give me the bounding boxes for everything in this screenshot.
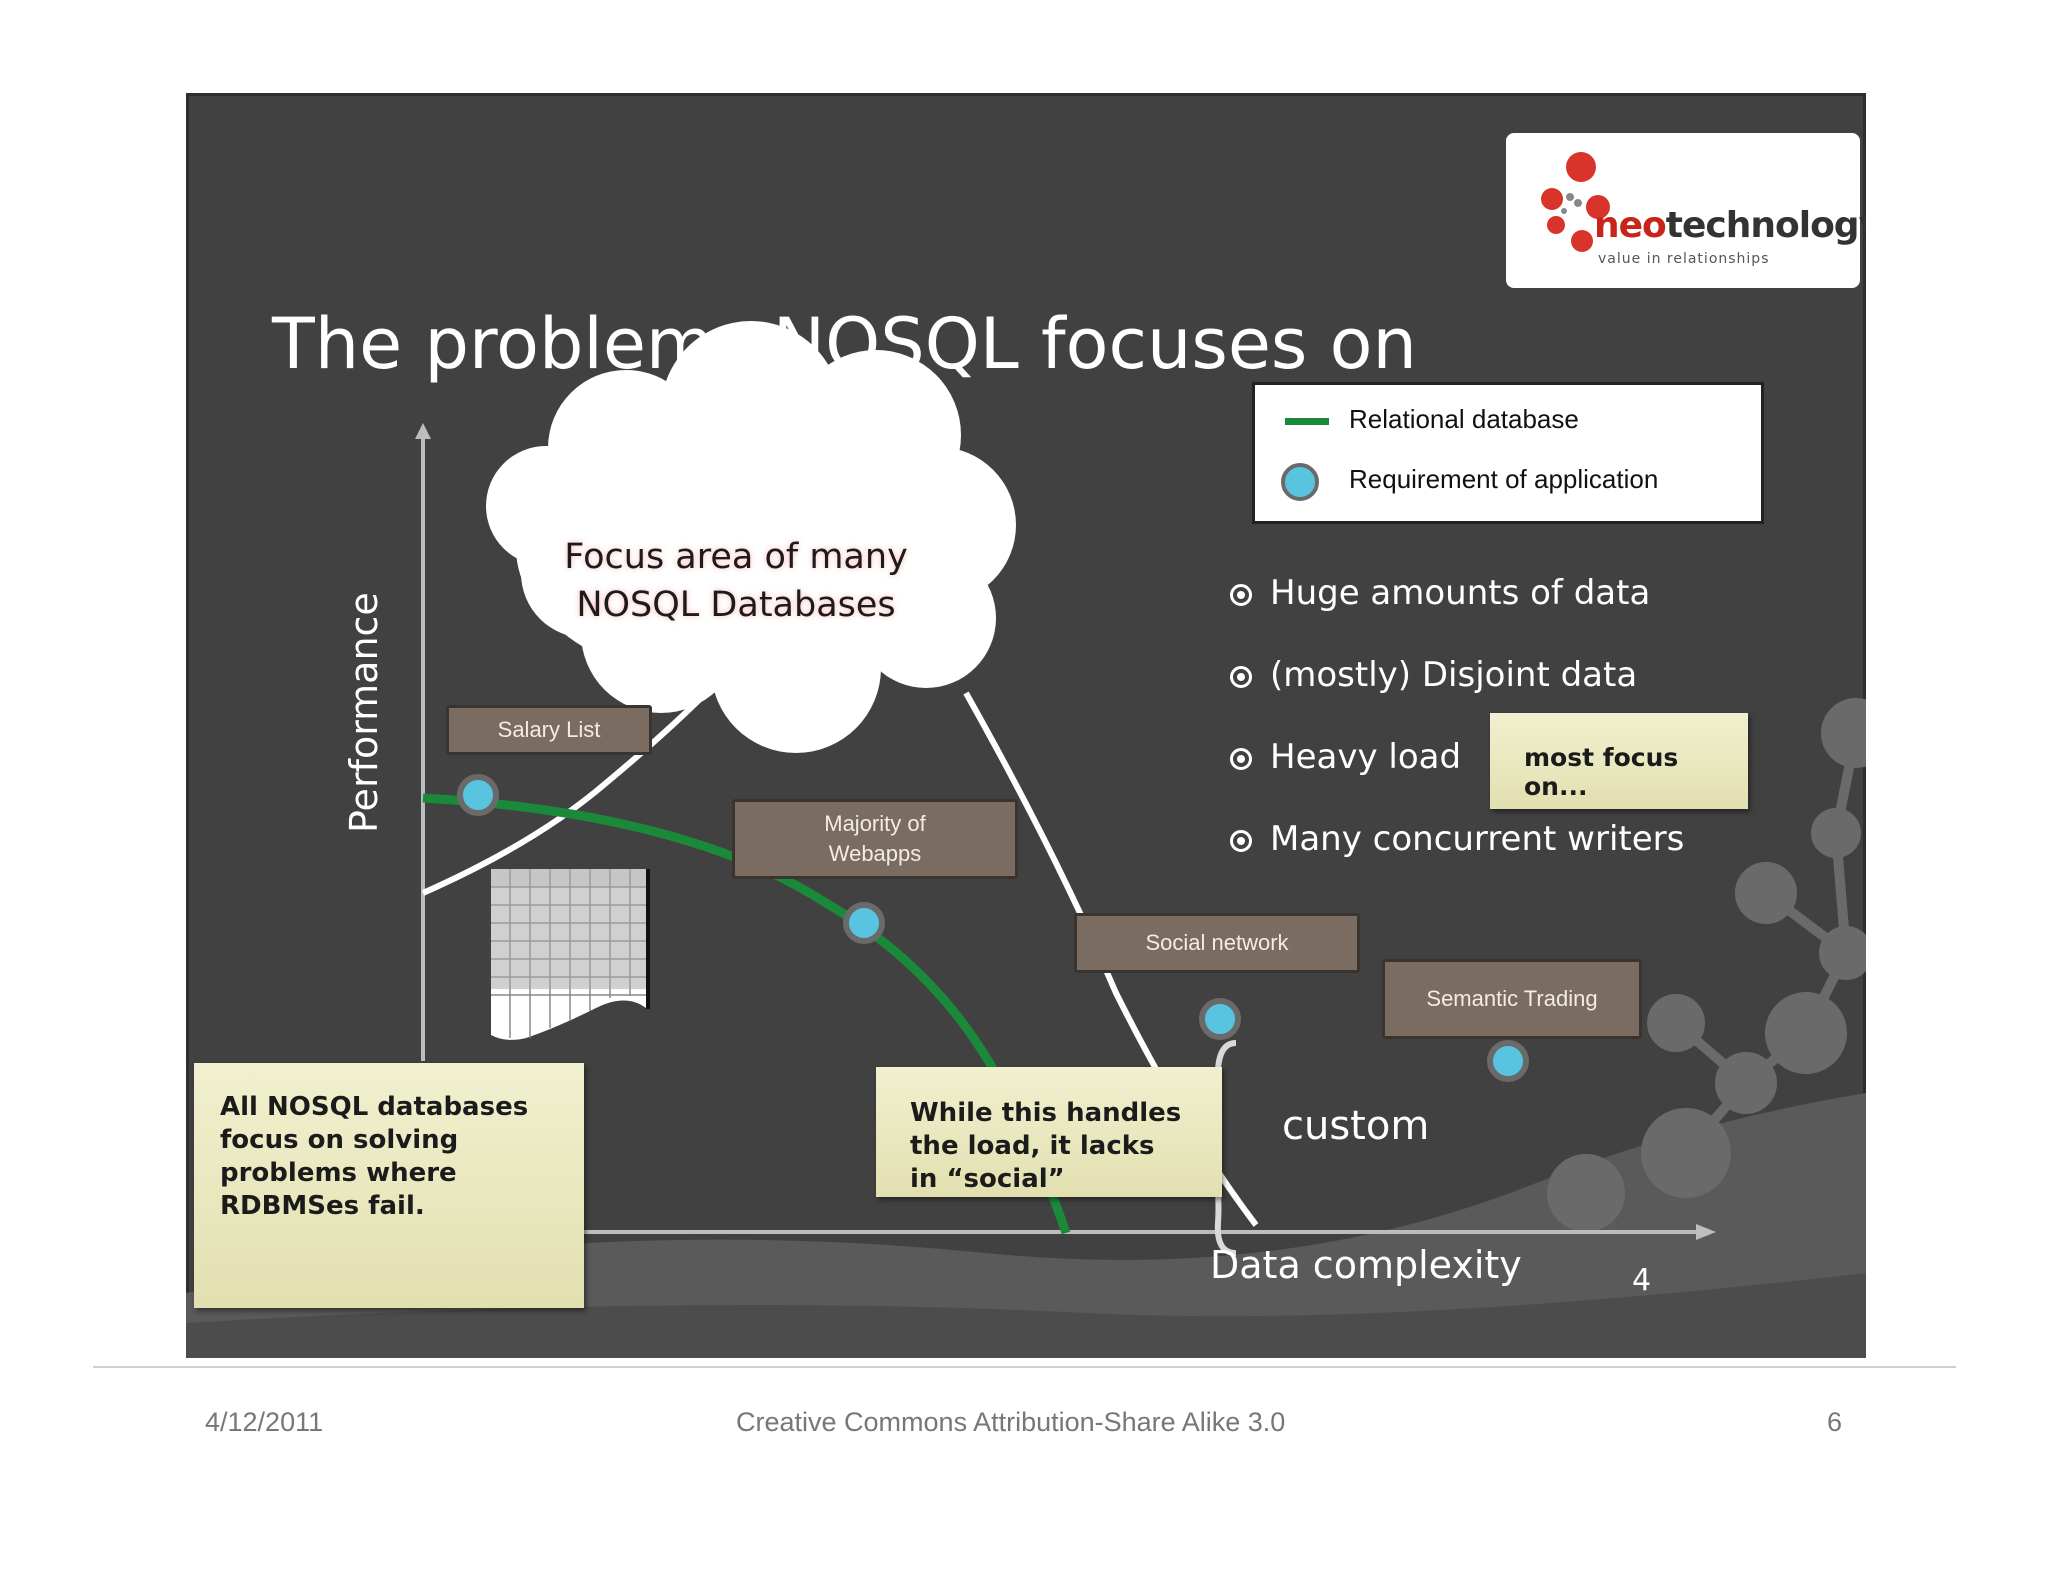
footer-date: 4/12/2011 xyxy=(205,1407,324,1437)
bullet-item: Heavy load xyxy=(1230,737,1461,777)
slide: neotechnology value in relationships The… xyxy=(186,93,1866,1358)
logo-wordmark: neotechnology xyxy=(1594,205,1866,246)
cloud-label-line: NOSQL Databases xyxy=(576,585,896,625)
sticky-note-nosql-focus: All NOSQL databases focus on solving pro… xyxy=(194,1063,584,1308)
cloud-label: Focus area of many NOSQL Databases xyxy=(536,533,936,629)
radio-bullet-icon xyxy=(1230,747,1252,770)
spreadsheet-icon xyxy=(491,869,650,1040)
molecule-logo-icon xyxy=(1541,152,1610,252)
cloud-label-line: Focus area of many xyxy=(564,537,908,577)
logo-tagline: value in relationships xyxy=(1598,251,1770,267)
requirement-dot xyxy=(1199,998,1241,1040)
sticky-note-lacks-social: While this handles the load, it lacks in… xyxy=(876,1067,1222,1197)
cloud-shape xyxy=(486,321,1016,753)
legend-item-requirement: Requirement of application xyxy=(1349,464,1659,494)
radio-bullet-icon xyxy=(1230,583,1252,606)
requirement-dot xyxy=(1487,1040,1529,1082)
bullet-item: Huge amounts of data xyxy=(1230,573,1650,613)
tag-social-network: Social network xyxy=(1074,913,1360,973)
relational-line-swatch xyxy=(1285,418,1329,425)
y-axis-arrow xyxy=(415,423,431,439)
salary-curve xyxy=(421,690,709,896)
footer-page-number: 6 xyxy=(1827,1407,1843,1437)
radio-bullet-icon xyxy=(1230,829,1252,852)
tag-majority-of-webapps: Majority of Webapps xyxy=(732,799,1018,879)
footer-divider xyxy=(93,1366,1956,1368)
bullet-item: Many concurrent writers xyxy=(1230,819,1684,859)
legend: Relational database Requirement of appli… xyxy=(1252,382,1764,524)
slide-number: 4 xyxy=(1632,1263,1652,1298)
requirement-dot xyxy=(457,774,499,816)
background-decoration xyxy=(186,698,1866,1358)
tag-semantic-trading: Semantic Trading xyxy=(1382,959,1642,1039)
neotechnology-logo: neotechnology value in relationships xyxy=(1506,133,1866,288)
sticky-note-most-focus: most focus on... xyxy=(1490,713,1748,809)
x-axis-arrow xyxy=(1696,1224,1716,1240)
legend-item-relational: Relational database xyxy=(1349,404,1579,434)
slide-title: The problems NOSQL focuses on xyxy=(272,303,1417,385)
radio-bullet-icon xyxy=(1230,665,1252,688)
requirement-dot-swatch xyxy=(1281,463,1319,501)
custom-label: custom xyxy=(1282,1103,1430,1149)
x-axis-label: Data complexity xyxy=(1210,1243,1522,1287)
tag-salary-list: Salary List xyxy=(446,705,652,755)
bullet-item: (mostly) Disjoint data xyxy=(1230,655,1637,695)
y-axis-label: Performance xyxy=(342,592,386,833)
performance-diagram xyxy=(415,321,1716,1256)
footer-license: Creative Commons Attribution-Share Alike… xyxy=(736,1407,1286,1437)
requirement-dot xyxy=(843,902,885,944)
